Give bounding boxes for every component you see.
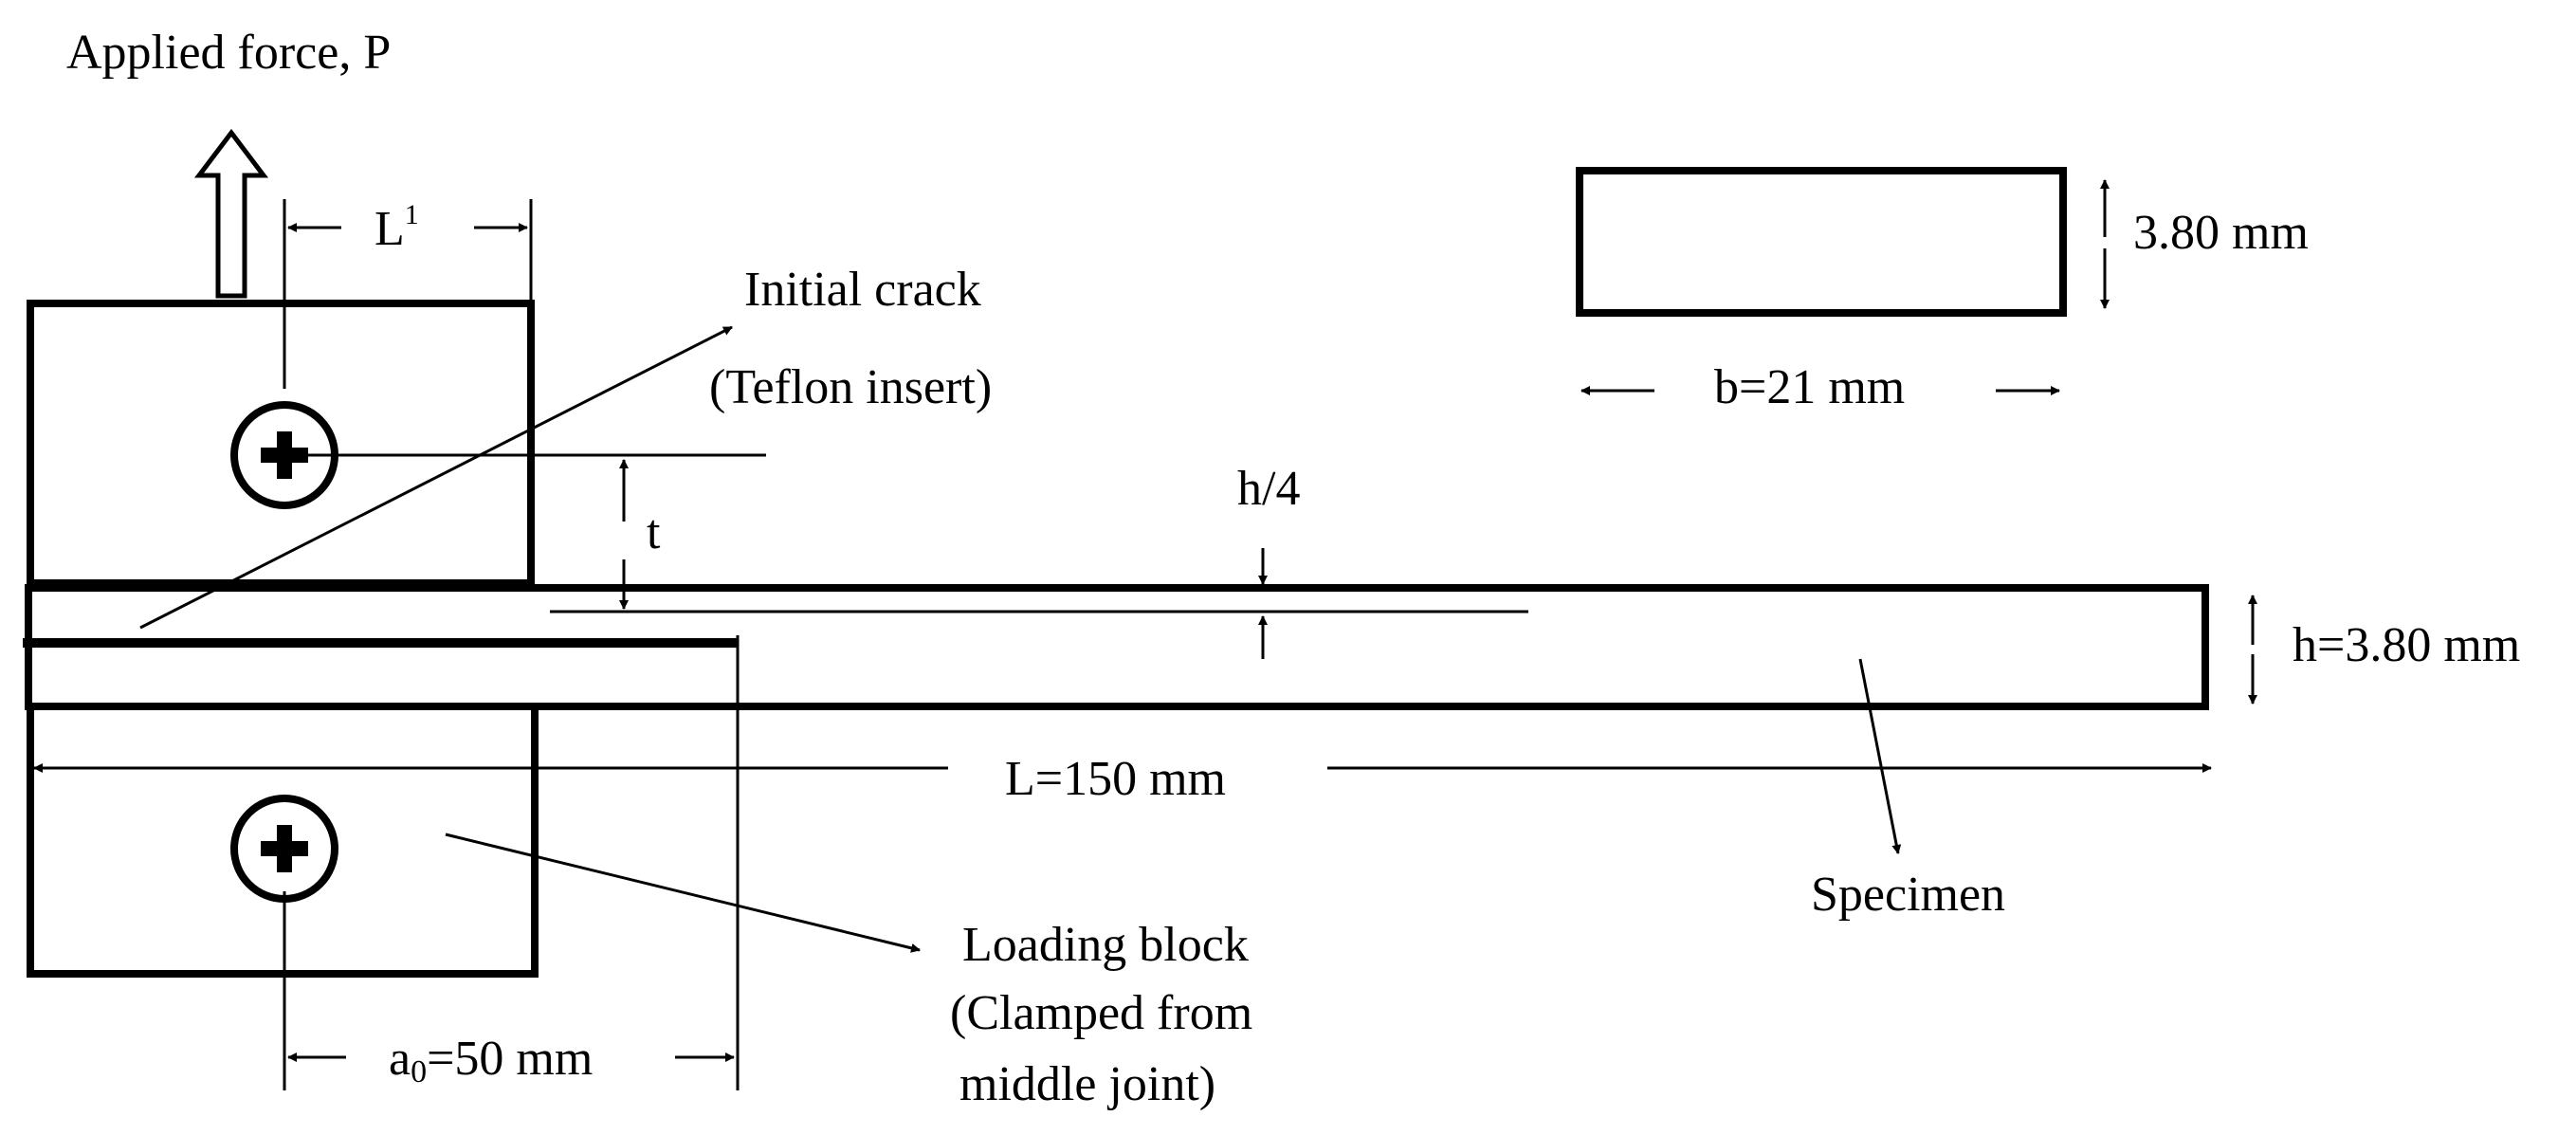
- upper-loading-block: [27, 300, 535, 587]
- teflon-insert-label: (Teflon insert): [709, 360, 992, 414]
- initial-crack-label: Initial crack: [744, 263, 981, 317]
- b-label: b=21 mm: [1714, 360, 1905, 414]
- cross-section: [1576, 167, 2067, 317]
- initial-crack-leader: [139, 325, 733, 630]
- h-quarter-label: h/4: [1237, 462, 1300, 516]
- lower-pin-icon: [230, 795, 338, 903]
- specimen-label: Specimen: [1811, 868, 2005, 922]
- h-label: h=3.80 mm: [2293, 618, 2520, 672]
- middle-joint-label: middle joint): [959, 1057, 1215, 1111]
- a0-label: a0=50 mm: [389, 1032, 593, 1089]
- loading-block-label: Loading block: [962, 918, 1249, 972]
- lower-loading-block: [27, 703, 539, 978]
- applied-force-label: Applied force, P: [66, 26, 391, 80]
- cross-height-label: 3.80 mm: [2133, 206, 2309, 260]
- length-label: L=150 mm: [1005, 752, 1226, 806]
- clamped-label: (Clamped from: [950, 986, 1252, 1040]
- applied-force-arrow: [193, 128, 269, 299]
- l-prime-label: L1: [375, 199, 419, 256]
- t-label: t: [647, 505, 661, 559]
